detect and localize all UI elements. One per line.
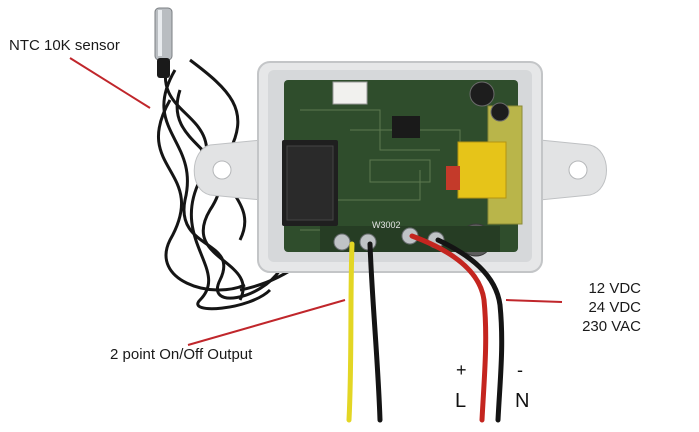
pointer-lines bbox=[69, 57, 563, 346]
terminal-L-label: L bbox=[455, 390, 467, 412]
sensor-label: NTC 10K sensor bbox=[9, 37, 120, 54]
relay bbox=[282, 140, 338, 226]
power-option-24vdc: 24 VDC bbox=[588, 299, 641, 316]
sensor-connector bbox=[332, 81, 368, 105]
terminal-plus-label: + bbox=[456, 360, 467, 380]
terminal-N-label: N bbox=[515, 390, 530, 412]
power-option-230vac: 230 VAC bbox=[582, 318, 641, 335]
terminal-minus-label: - bbox=[517, 360, 523, 380]
output-label: 2 point On/Off Output bbox=[110, 346, 253, 363]
screw-terminals bbox=[320, 226, 500, 252]
power-option-12vdc: 12 VDC bbox=[588, 280, 641, 297]
pcb bbox=[284, 80, 518, 252]
ntc-probe bbox=[154, 7, 173, 78]
ic-chip bbox=[392, 116, 420, 138]
power-wires bbox=[409, 233, 505, 423]
transformer bbox=[446, 105, 523, 225]
power-supply-label: 12 VDC 24 VDC 230 VAC bbox=[566, 279, 641, 336]
housing-mounting-ears bbox=[193, 139, 607, 201]
board-model-text: W3002 bbox=[372, 220, 401, 230]
capacitor-top bbox=[469, 81, 495, 107]
output-wires bbox=[346, 241, 383, 423]
